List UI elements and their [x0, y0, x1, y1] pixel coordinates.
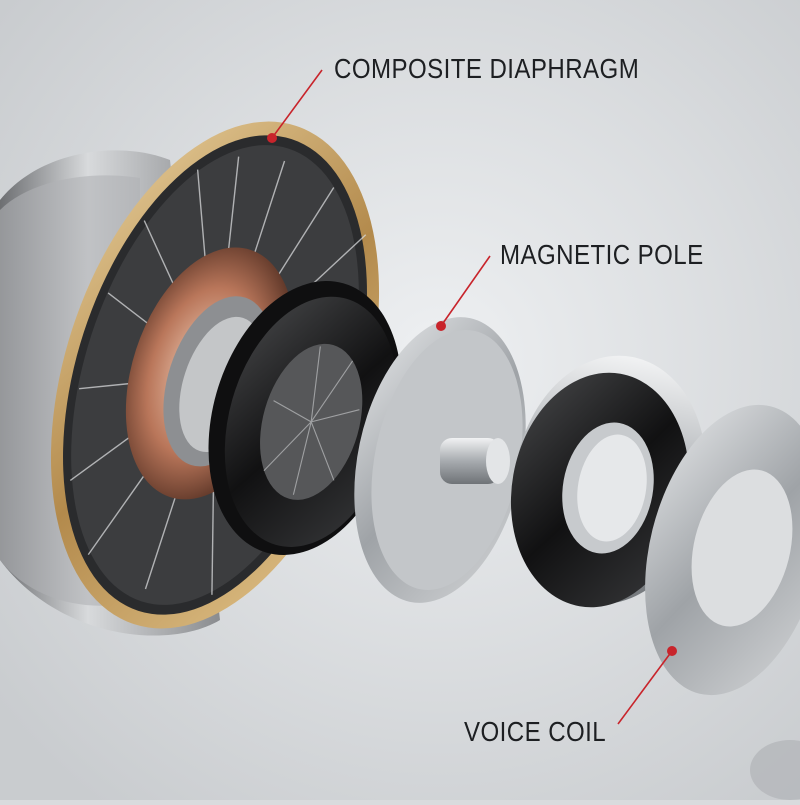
pole-leader-line: [440, 255, 491, 327]
leader-dots: [267, 133, 677, 656]
steel-washer: [645, 404, 800, 696]
magnetic-pole-label: MAGNETIC POLE: [500, 239, 704, 270]
leader-lines: [271, 69, 673, 725]
coil-marker-dot: [667, 646, 677, 656]
composite-diaphragm-label: COMPOSITE DIAPHRAGM: [334, 53, 640, 84]
pole-marker-dot: [436, 321, 446, 331]
coil-leader-line: [617, 650, 673, 725]
voice-coil-label: VOICE COIL: [464, 716, 607, 747]
diaphragm-marker-dot: [267, 133, 277, 143]
black-washer: [208, 281, 402, 555]
magnetic-pole-piece: [354, 317, 526, 603]
diaphragm-leader-line: [271, 69, 323, 139]
